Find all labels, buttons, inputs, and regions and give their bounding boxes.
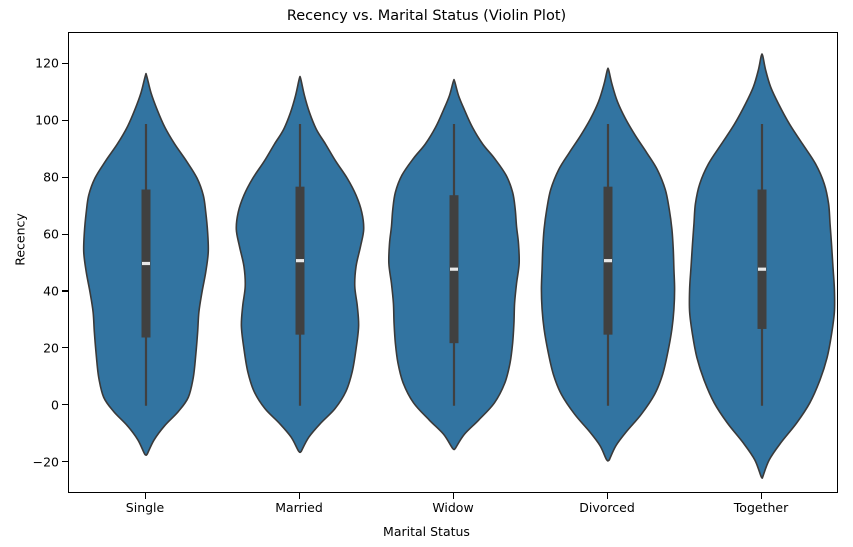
violin-series-group xyxy=(82,53,836,479)
y-tick-mark xyxy=(62,62,68,64)
x-tick-label-together: Together xyxy=(733,500,789,515)
violin-widow xyxy=(387,78,521,451)
y-tick-mark xyxy=(62,119,68,121)
x-tick-mark xyxy=(144,493,146,499)
plot-area xyxy=(68,32,838,493)
y-tick-label: 20 xyxy=(43,340,59,356)
x-tick-mark xyxy=(452,493,454,499)
x-axis-label: Marital Status xyxy=(383,524,470,539)
y-tick-label: −20 xyxy=(32,454,59,470)
y-tick-mark xyxy=(62,176,68,178)
y-tick-mark xyxy=(62,347,68,349)
violin-married xyxy=(235,75,365,454)
violin-divorced xyxy=(540,67,676,462)
x-tick-label-widow: Widow xyxy=(432,500,474,515)
y-tick-mark xyxy=(62,404,68,406)
y-tick-label: 40 xyxy=(43,283,59,299)
x-tick-mark xyxy=(298,493,300,499)
x-tick-label-divorced: Divorced xyxy=(579,500,635,515)
violin-median-marker xyxy=(758,267,766,271)
y-tick-label: 80 xyxy=(43,169,59,185)
y-tick-mark xyxy=(62,461,68,463)
x-tick-mark xyxy=(606,493,608,499)
y-tick-label: 120 xyxy=(35,55,59,71)
chart-title: Recency vs. Marital Status (Violin Plot) xyxy=(286,8,567,24)
violin-iqr-box xyxy=(757,189,767,329)
violin-median-marker xyxy=(604,259,612,263)
y-tick-label: 60 xyxy=(43,226,59,242)
violin-single xyxy=(82,72,210,456)
violin-median-marker xyxy=(142,261,150,266)
y-tick-mark xyxy=(62,233,68,235)
x-tick-label-single: Single xyxy=(125,500,165,515)
violin-median-marker xyxy=(296,259,304,263)
violin-median-marker xyxy=(450,267,458,271)
y-tick-label: 100 xyxy=(35,112,59,128)
y-tick-mark xyxy=(62,290,68,292)
y-tick-label: 0 xyxy=(51,397,59,413)
violin-together xyxy=(688,53,836,479)
x-tick-mark xyxy=(760,493,762,499)
x-tick-label-married: Married xyxy=(275,500,323,515)
